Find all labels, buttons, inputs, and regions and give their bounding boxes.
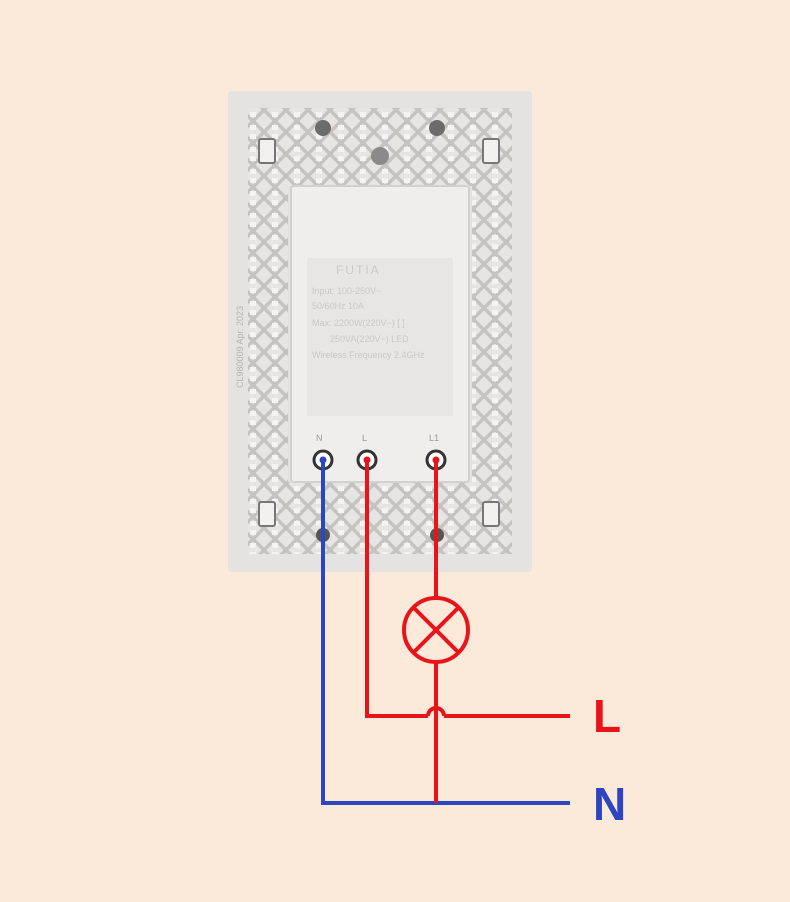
terminal-label-n: N — [316, 433, 323, 443]
lattice-left — [248, 186, 288, 482]
lattice-right — [472, 186, 512, 482]
terminal-label-l1: L1 — [429, 433, 439, 443]
spec-line-1: Input: 100-250V~ — [312, 286, 381, 296]
spec-line-5: Wireless Frequency 2.4GHz — [312, 350, 425, 360]
screw-hole-top-center — [371, 147, 389, 165]
wires — [321, 460, 570, 805]
live-label: L — [593, 690, 621, 742]
clip-bottom-right — [482, 501, 500, 527]
spec-line-2: 50/60Hz 10A — [312, 301, 364, 311]
live-wire — [365, 460, 428, 718]
terminal-label-l: L — [362, 433, 367, 443]
lattice-bottom — [248, 482, 512, 554]
clip-top-right — [482, 138, 500, 164]
clip-bottom-left — [258, 501, 276, 527]
lamp-icon — [402, 596, 470, 664]
spec-line-4: 250VA(220V~) LED — [330, 334, 409, 344]
spec-label-area — [307, 258, 453, 416]
neutral-wire — [321, 460, 570, 805]
neutral-label: N — [593, 778, 626, 830]
terminal-l-dot — [363, 456, 371, 464]
side-marking: CL980009 Apr. 2023 — [235, 306, 245, 388]
terminal-l1-dot — [432, 456, 440, 464]
brand-logo-text: FUTIA — [336, 263, 381, 277]
spec-line-3: Max: 2200W(220V~) [ ] — [312, 318, 405, 328]
clip-top-left — [258, 138, 276, 164]
terminal-n-dot — [319, 456, 327, 464]
switch-module: CL980009 Apr. 2023 FUTIA Input: 100-250V… — [228, 91, 532, 572]
screw-hole-top-right — [429, 120, 445, 136]
screw-hole-top-left — [315, 120, 331, 136]
